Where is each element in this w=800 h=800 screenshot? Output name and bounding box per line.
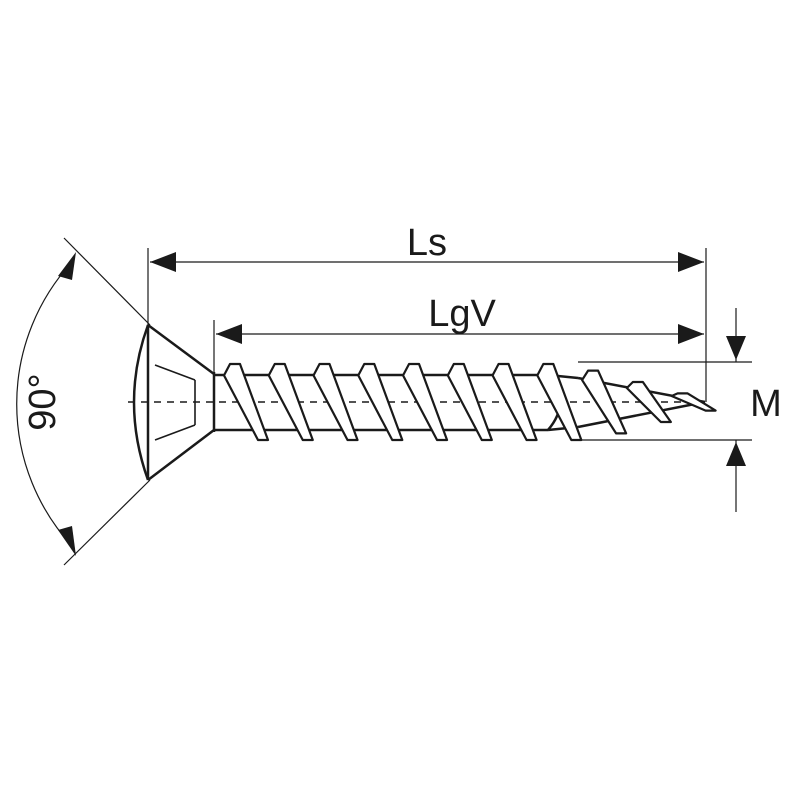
m-arrow-bottom [726, 442, 746, 466]
thread-group [222, 362, 717, 442]
angle-label: 90° [22, 373, 64, 430]
angle-arrow-top [58, 252, 76, 280]
angle-arc [16, 261, 73, 547]
thread-turn [580, 369, 628, 435]
recess-line-bottom [154, 424, 196, 441]
ls-arrow-left [150, 252, 176, 272]
angle-extension-line-top [63, 237, 151, 326]
angle-extension-line-bottom [63, 479, 151, 566]
ls-arrow-right [678, 252, 704, 272]
thread-turn [625, 380, 672, 424]
head-cone-bottom [147, 429, 215, 481]
ls-label: Ls [407, 222, 447, 264]
thread-turn [670, 392, 717, 412]
angle-arrow-bottom [58, 526, 76, 556]
m-dimension: M [578, 308, 782, 512]
thread-turn [536, 362, 583, 442]
lgv-arrow-left [216, 324, 242, 344]
thread-turn [222, 362, 270, 442]
thread-turn [491, 362, 538, 442]
thread-turn [401, 362, 449, 442]
m-arrow-top [726, 336, 746, 360]
head-angle-dimension: 90° [16, 237, 151, 566]
lgv-arrow-right [678, 324, 704, 344]
lgv-label: LgV [428, 293, 496, 335]
thread-turn [357, 362, 404, 442]
recess-line-top [154, 364, 196, 381]
ls-dimension: Ls [147, 222, 707, 402]
thread-turn [312, 362, 359, 442]
m-label: M [750, 383, 782, 425]
thread-turn [446, 362, 493, 442]
head-cone-top [147, 323, 215, 376]
lgv-dimension: LgV [213, 293, 704, 372]
tip-bottom-edge [577, 400, 706, 429]
thread-turn [267, 362, 314, 442]
